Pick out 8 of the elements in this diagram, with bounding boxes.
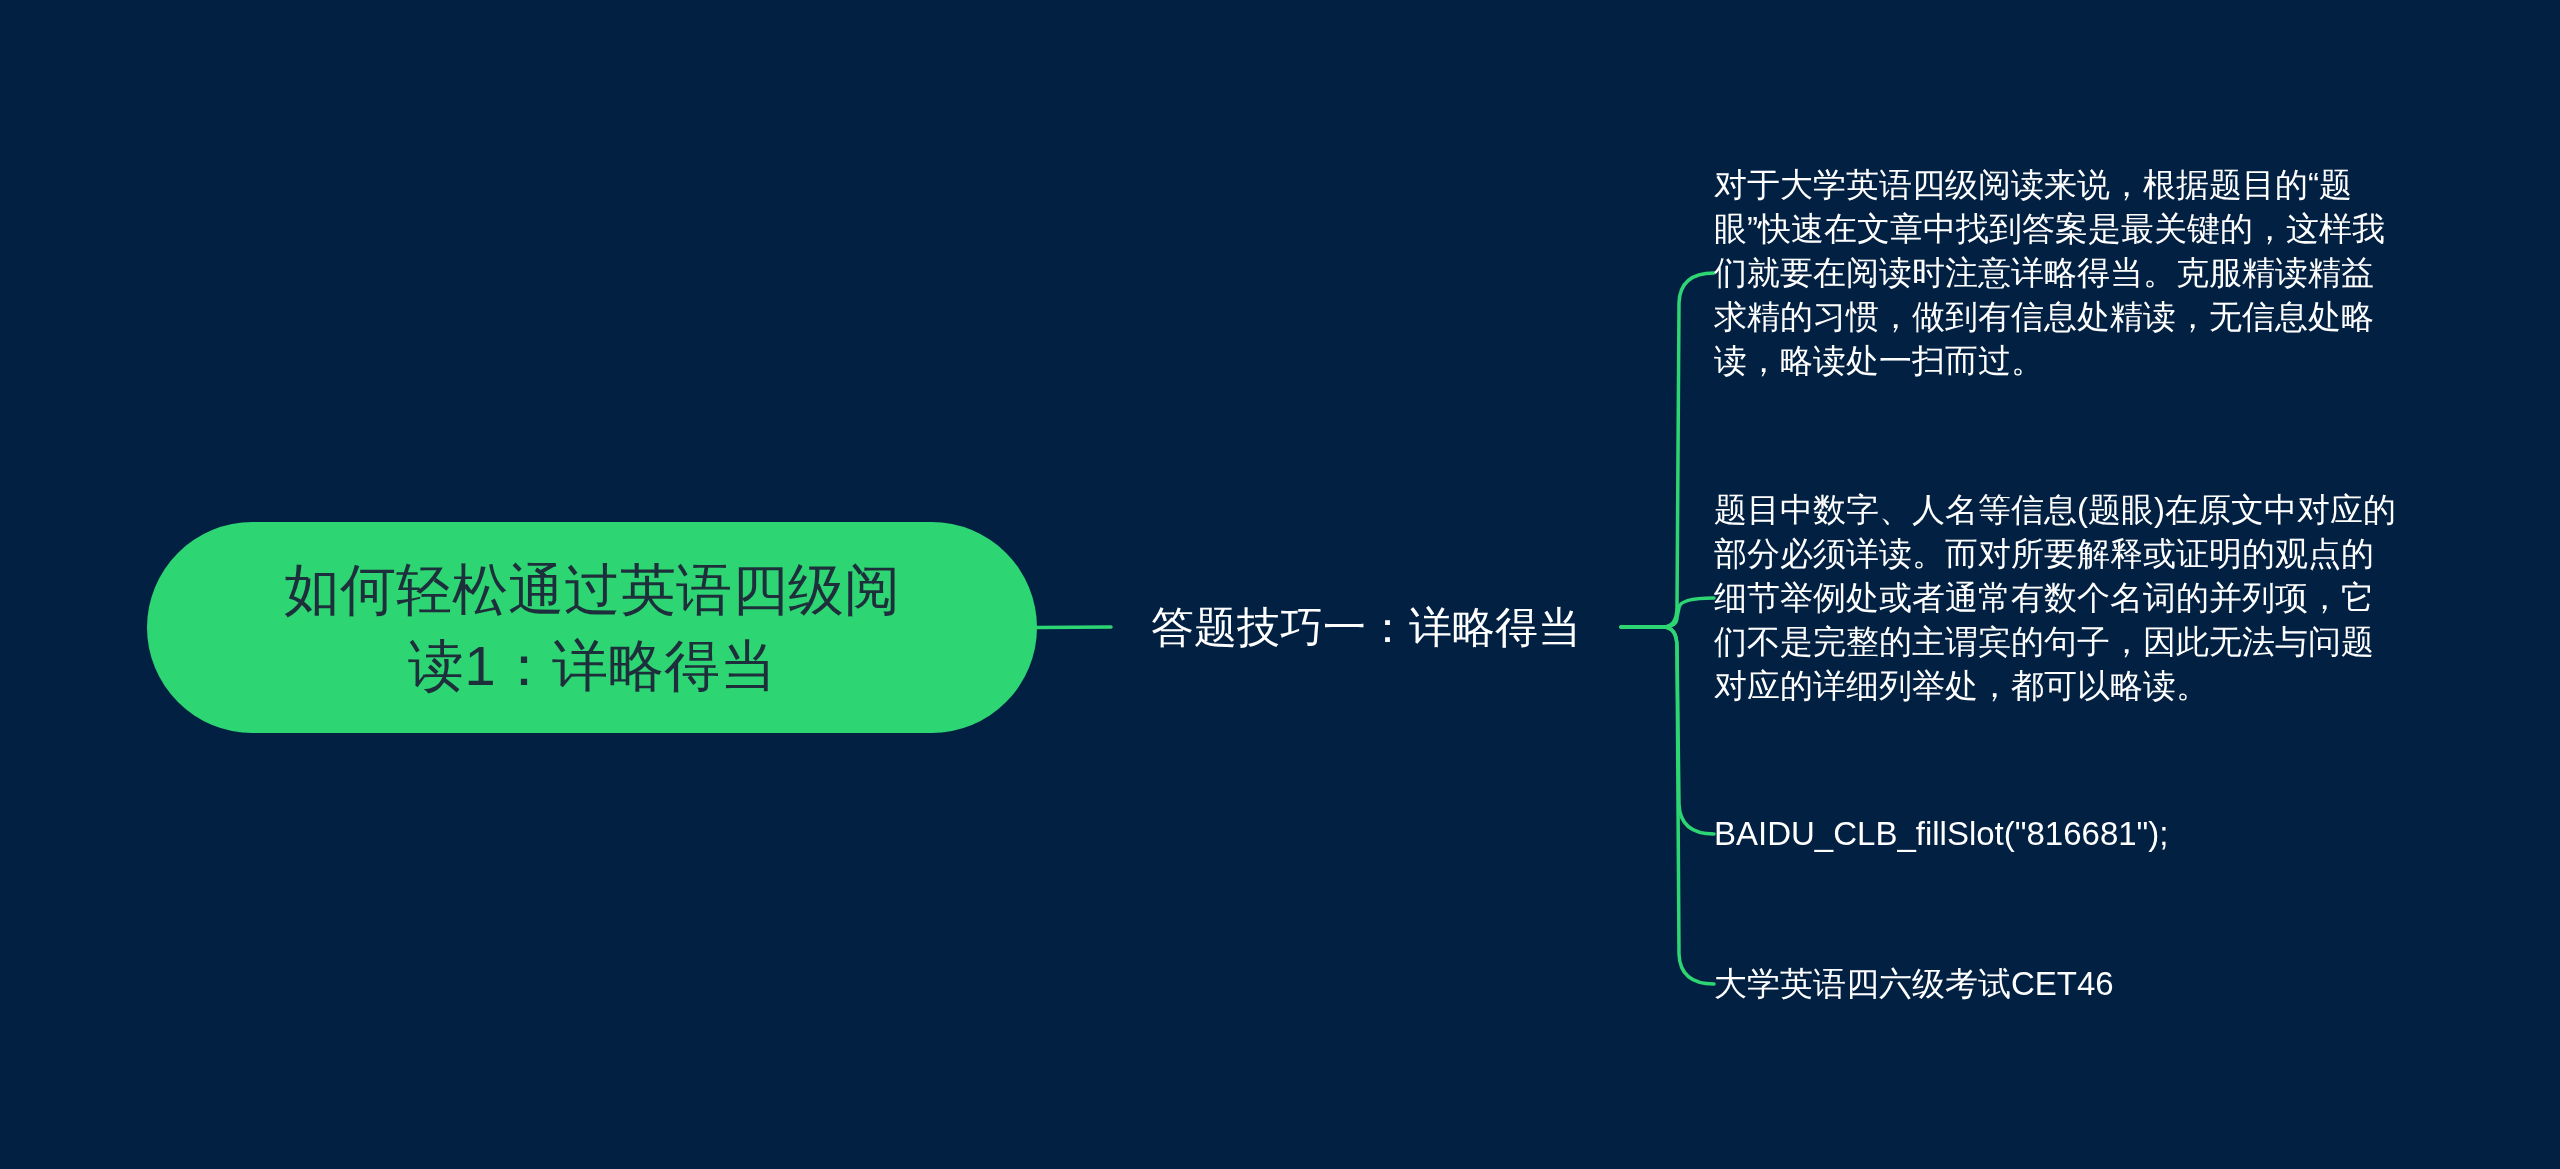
topic-pill: 如何轻松通过英语四级阅读1：详略得当: [147, 522, 1037, 733]
connector-line: [1035, 625, 1113, 630]
connector-line: [1619, 625, 1716, 986]
note-text: 对于大学英语四级阅读来说，根据题目的“题眼”快速在文章中找到答案是最关键的，这样我们就要在阅读时注意详略得当。克服精读精益求精的习惯，做到有信息处精读，无信息处略读，略读处一扫而过。: [1714, 163, 2398, 383]
note-text: 大学英语四六级考试CET46: [1714, 962, 2114, 1006]
note-text: 题目中数字、人名等信息(题眼)在原文中对应的部分必须详读。而对所要解释或证明的观点的细节举例处或者通常有数个名词的并列项，它们不是完整的主谓宾的句子，因此无法与问题对应的详细列举处，都可以略读。: [1714, 488, 2398, 708]
subtopic-text: 答题技巧一：详略得当: [1111, 599, 1621, 655]
note-text: BAIDU_CLB_fillSlot("816681");: [1714, 812, 2169, 856]
